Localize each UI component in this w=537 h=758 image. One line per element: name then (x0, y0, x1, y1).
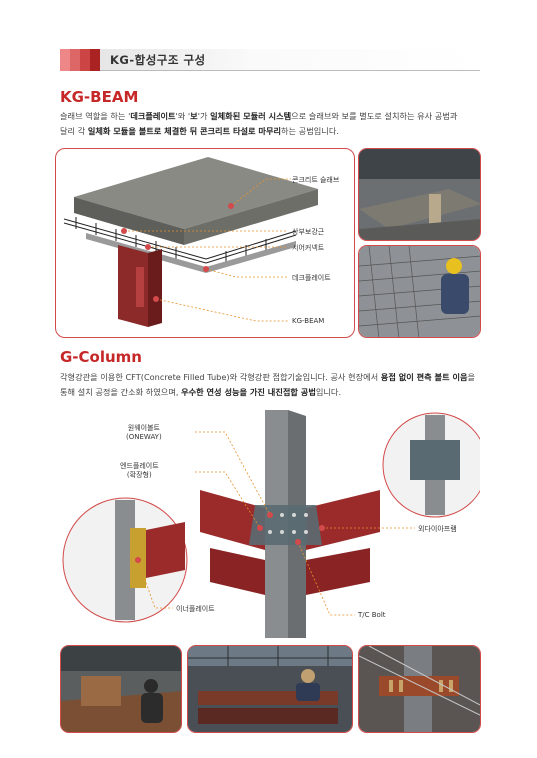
label-concrete-slab: 콘크리트 슬래브 (292, 176, 340, 184)
g-column-description: 각형강관을 이용한 CFT(Concrete Filled Tube)와 각형강… (60, 370, 485, 400)
photo-column-worker (60, 645, 182, 733)
steel-beams (200, 490, 380, 595)
label-tc-bolt: T/C Bolt (358, 611, 386, 619)
label-oneway-bolt: 원웨이볼트 (ONEWAY) (126, 424, 162, 441)
photo-worker-rebar (358, 245, 481, 338)
label-end-plate: 엔드플레이트 (확장형) (120, 462, 159, 479)
beam-stiffener (136, 267, 144, 307)
label-shear-connector: 시어커넥트 (292, 244, 325, 252)
label-kg-beam: KG-BEAM (292, 317, 325, 325)
kg-beam-diagram (63, 157, 318, 327)
section-header: KG-합성구조 구성 (60, 49, 480, 71)
photo-factory-welding (187, 645, 353, 733)
beam-side (148, 249, 162, 327)
kg-beam-line-2: 달리 각 일체화 모듈을 볼트로 체결한 뒤 콘크리트 타설로 마무리하는 공법… (60, 126, 339, 136)
kg-beam-line-1: 슬래브 역할을 하는 '데크플레이트'와 '보'가 일체화된 모듈러 시스템으로… (60, 111, 458, 121)
g-leader-dots (135, 512, 325, 563)
photo-column-closeup (358, 645, 481, 733)
header-title: KG-합성구조 구성 (110, 53, 206, 67)
g-column-title: G-Column (60, 348, 142, 366)
label-deck-plate: 데크플레이트 (292, 274, 331, 282)
leader-dots (121, 203, 234, 302)
g-column-line-2: 통해 설치 공정을 간소화 하였으며, 우수한 연성 성능을 가진 내진접합 공… (60, 387, 342, 397)
header-bar (100, 49, 480, 71)
g-leader-lines (137, 431, 415, 616)
g-column-diagram (62, 410, 480, 638)
header-stripe-icon (60, 49, 100, 71)
label-inner-plate: 이너플레이트 (176, 605, 215, 613)
photo-beam-module (358, 148, 481, 241)
g-column-line-1: 각형강관을 이용한 CFT(Concrete Filled Tube)와 각형강… (60, 372, 476, 382)
label-top-rebar: 상부보강근 (292, 228, 325, 236)
label-outer-diaphragm: 외다이아프램 (418, 525, 457, 533)
kg-beam-diagram-card: 콘크리트 슬래브 상부보강근 시어커넥트 데크플레이트 KG-BEAM (55, 148, 355, 338)
kg-beam-description: 슬래브 역할을 하는 '데크플레이트'와 '보'가 일체화된 모듈러 시스템으로… (60, 109, 485, 139)
kg-beam-title: KG-BEAM (60, 88, 139, 106)
diaphragm-plate (249, 505, 322, 545)
leader-lines (124, 178, 291, 322)
slab-front (74, 197, 184, 245)
deck-plate (86, 233, 296, 273)
g-column-diagram-card: 원웨이볼트 (ONEWAY) 엔드플레이트 (확장형) 외다이아프램 이너플레이… (60, 410, 480, 638)
slab-top (74, 157, 318, 229)
